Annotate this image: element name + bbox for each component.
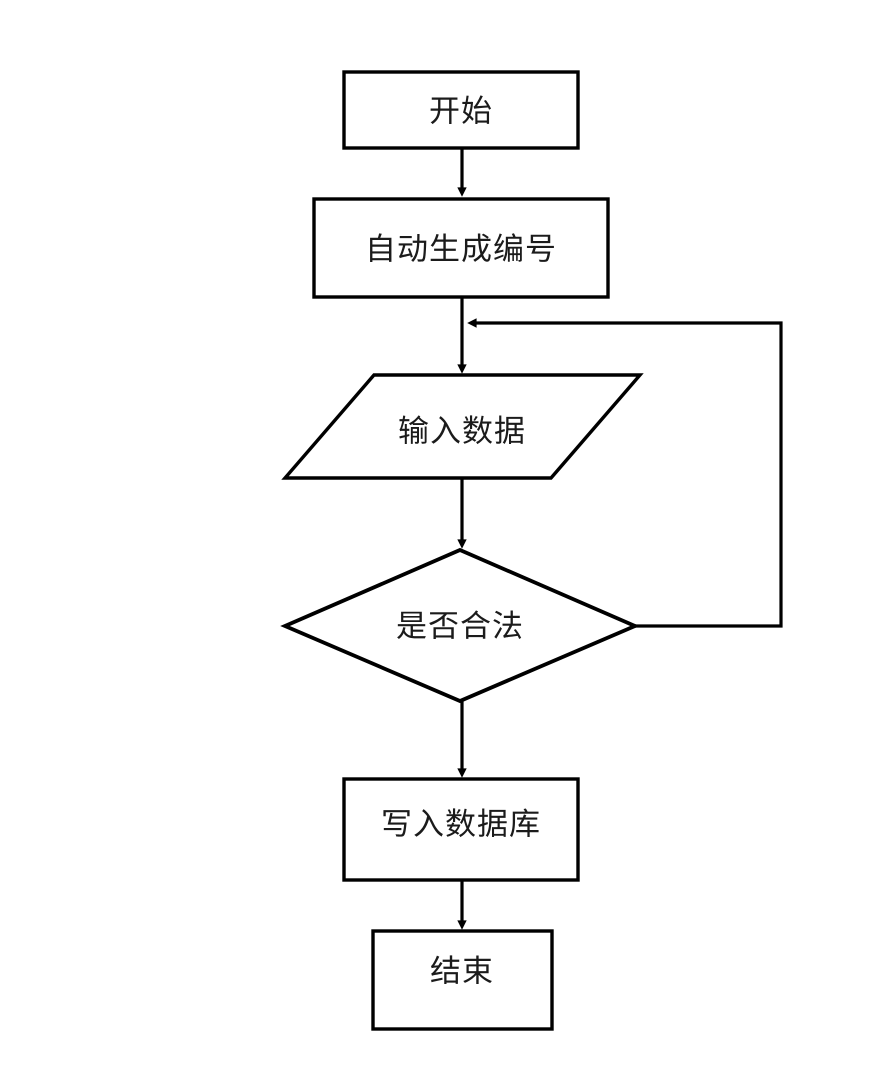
node-start-label: 开始 [429, 93, 493, 129]
edge-is-valid-loop-back [467, 318, 783, 628]
node-end-shape[interactable] [371, 929, 554, 1031]
node-is-valid-label: 是否合法 [396, 608, 524, 644]
node-end-label: 结束 [430, 953, 494, 989]
node-is-valid-shape[interactable] [280, 547, 640, 704]
node-start-shape[interactable] [342, 70, 580, 150]
node-auto-number-shape[interactable] [312, 197, 610, 299]
node-input-data-shape[interactable] [281, 373, 644, 480]
node-input-data-label: 输入数据 [398, 413, 526, 449]
node-write-db-label: 写入数据库 [381, 806, 541, 842]
node-auto-number-label: 自动生成编号 [365, 231, 557, 267]
